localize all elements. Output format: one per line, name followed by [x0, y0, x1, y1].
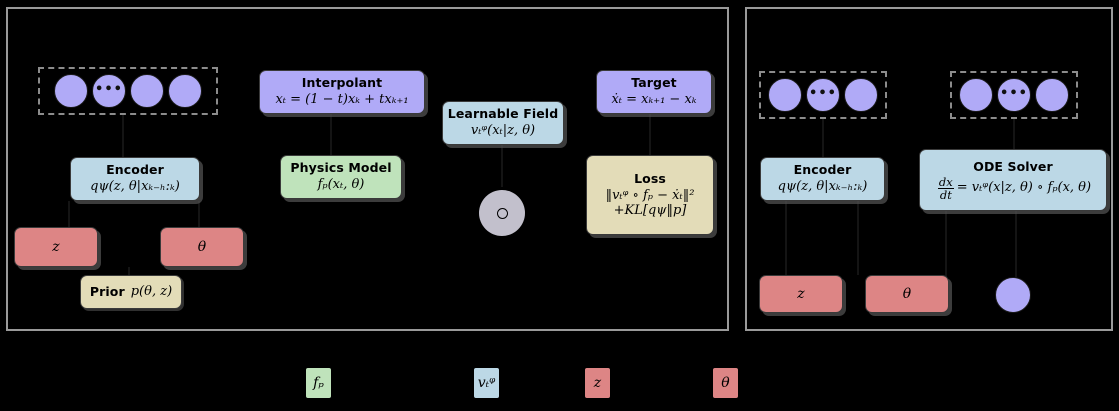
- context-node-ellipsis: •••: [806, 78, 840, 112]
- legend-swatch-physics-model: fₚ: [306, 368, 331, 398]
- target-formula: ẋₜ = xₖ₊₁ − xₖ: [611, 92, 697, 108]
- prior-formula: p(θ, z): [130, 284, 173, 300]
- composition-circle-icon: [496, 207, 508, 219]
- box-physics-model[interactable]: Physics Model fₚ(xₜ, θ): [280, 155, 402, 199]
- ode-solver-derivative: dx dt: [937, 176, 955, 201]
- box-target[interactable]: Target ẋₜ = xₖ₊₁ − xₖ: [596, 70, 712, 114]
- latent-theta-symbol: θ: [197, 238, 207, 255]
- interpolant-formula: xₜ = (1 − t)xₖ + txₖ₊₁: [275, 92, 409, 108]
- encoder-formula: qψ(z, θ|xₖ₋ₕ:ₖ): [777, 179, 868, 195]
- rollout-node: [959, 78, 993, 112]
- connector: [822, 119, 824, 157]
- ellipsis-label: •••: [1000, 85, 1028, 101]
- box-latent-z[interactable]: z: [759, 275, 843, 313]
- ode-solver-rhs: = vₜᵠ(x|z, θ) ∘ fₚ(x, θ): [956, 180, 1092, 196]
- ellipsis-label: •••: [95, 81, 123, 97]
- legend: fₚ vₜᵠ z θ: [0, 368, 1119, 402]
- trajectory-node: [130, 74, 164, 108]
- encoder-formula: qψ(z, θ|xₖ₋ₕ:ₖ): [90, 179, 180, 195]
- trajectory-node: [54, 74, 88, 108]
- encoder-title: Encoder: [106, 162, 164, 178]
- composition-operator-node: [479, 190, 525, 236]
- legend-swatch-latent-theta: θ: [713, 368, 738, 398]
- box-encoder[interactable]: Encoder qψ(z, θ|xₖ₋ₕ:ₖ): [70, 157, 200, 201]
- connector: [198, 201, 200, 227]
- ode-solver-derivative-denominator: dt: [937, 188, 954, 203]
- rollout-node-ellipsis: •••: [997, 78, 1031, 112]
- box-loss[interactable]: Loss ‖vₜᵠ ∘ fₚ − ẋₜ‖² +KL[qψ‖p]: [586, 155, 714, 235]
- legend-item-learnable-field[interactable]: vₜᵠ: [474, 368, 504, 398]
- trajectory-node-ellipsis: •••: [92, 74, 126, 108]
- connector: [1013, 119, 1015, 149]
- loss-title: Loss: [634, 170, 666, 186]
- latent-theta-symbol: θ: [902, 285, 912, 302]
- physics-model-title: Physics Model: [290, 160, 392, 176]
- connector: [945, 211, 947, 277]
- box-latent-z[interactable]: z: [14, 227, 98, 267]
- box-ode-solver[interactable]: ODE Solver dx dt = vₜᵠ(x|z, θ) ∘ fₚ(x, θ…: [919, 149, 1107, 211]
- predicted-state-node: [995, 277, 1031, 313]
- ode-solver-formula: dx dt = vₜᵠ(x|z, θ) ∘ fₚ(x, θ): [935, 175, 1092, 201]
- context-node: [844, 78, 878, 112]
- encoder-title: Encoder: [793, 162, 852, 178]
- box-latent-theta[interactable]: θ: [865, 275, 949, 313]
- rollout-window: •••: [950, 71, 1078, 119]
- connector: [68, 201, 70, 227]
- observed-trajectory-window: •••: [38, 67, 218, 115]
- prior-title: Prior: [89, 283, 125, 299]
- ode-solver-derivative-numerator: dx: [938, 175, 953, 190]
- rollout-node: [1035, 78, 1069, 112]
- connector: [122, 115, 124, 159]
- context-window: •••: [759, 71, 887, 119]
- latent-z-symbol: z: [52, 238, 60, 255]
- loss-formula-line1: ‖vₜᵠ ∘ fₚ − ẋₜ‖²: [605, 187, 695, 203]
- latent-z-symbol: z: [797, 285, 805, 302]
- connector: [785, 201, 787, 275]
- box-latent-theta[interactable]: θ: [160, 227, 244, 267]
- legend-item-latent-theta[interactable]: θ: [713, 368, 743, 398]
- legend-swatch-learnable-field: vₜᵠ: [474, 368, 499, 398]
- box-encoder[interactable]: Encoder qψ(z, θ|xₖ₋ₕ:ₖ): [760, 157, 885, 201]
- connector: [330, 113, 332, 155]
- legend-item-latent-z[interactable]: z: [585, 368, 615, 398]
- connector: [501, 143, 503, 187]
- trajectory-node: [168, 74, 202, 108]
- connector: [857, 201, 859, 275]
- panel-inference: ••• ••• Encoder qψ(z, θ|xₖ₋ₕ:ₖ) ODE Solv…: [745, 7, 1113, 331]
- loss-formula-line2: +KL[qψ‖p]: [613, 202, 687, 218]
- panel-training: ••• Encoder qψ(z, θ|xₖ₋ₕ:ₖ) Interpolant …: [6, 7, 729, 331]
- ode-solver-title: ODE Solver: [973, 158, 1053, 174]
- ellipsis-label: •••: [809, 85, 837, 101]
- box-learnable-field[interactable]: Learnable Field vₜᵠ(xₜ|z, θ): [442, 101, 564, 145]
- connector: [649, 113, 651, 155]
- physics-model-formula: fₚ(xₜ, θ): [317, 177, 365, 193]
- learnable-field-formula: vₜᵠ(xₜ|z, θ): [470, 123, 536, 139]
- target-title: Target: [631, 75, 677, 91]
- connector: [1015, 211, 1017, 277]
- interpolant-title: Interpolant: [301, 75, 383, 91]
- box-interpolant[interactable]: Interpolant xₜ = (1 − t)xₖ + txₖ₊₁: [259, 70, 425, 114]
- box-prior[interactable]: Prior p(θ, z): [80, 275, 182, 309]
- context-node: [768, 78, 802, 112]
- legend-item-physics-model[interactable]: fₚ: [306, 368, 336, 398]
- learnable-field-title: Learnable Field: [447, 106, 559, 122]
- legend-swatch-latent-z: z: [585, 368, 610, 398]
